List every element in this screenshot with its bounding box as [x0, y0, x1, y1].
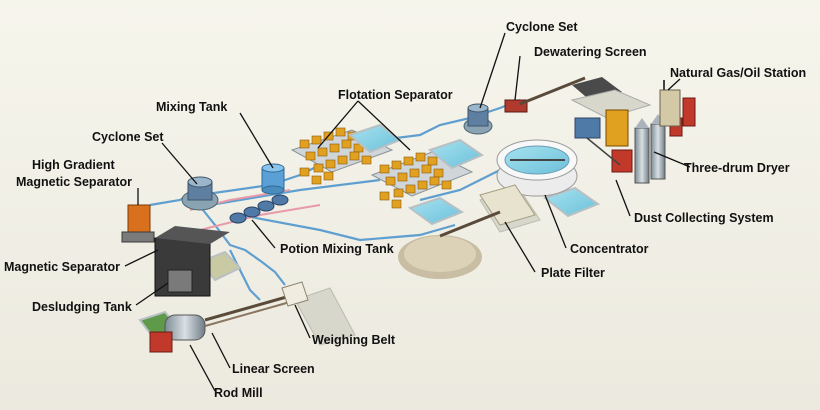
label-natural-gas-station: Natural Gas/Oil Station — [670, 66, 807, 80]
label-desludging-tank: Desludging Tank — [32, 300, 132, 314]
label-cyclone-set-left: Cyclone Set — [92, 130, 164, 144]
concentrator — [496, 139, 578, 197]
weighing-hopper — [281, 281, 309, 307]
stockpile — [398, 210, 501, 279]
high-gradient-separator — [121, 204, 155, 243]
dust-collector — [574, 117, 621, 166]
label-mixing-tank: Mixing Tank — [156, 100, 228, 114]
dryer-silos — [605, 109, 683, 184]
label-cyclone-set-top: Cyclone Set — [506, 20, 578, 34]
label-three-drum-dryer: Three-drum Dryer — [684, 161, 790, 175]
label-high-gradient-line2: Magnetic Separator — [16, 175, 133, 189]
mixing-tank — [261, 163, 285, 195]
label-potion-mixing-tank: Potion Mixing Tank — [280, 242, 394, 256]
conveyors — [204, 294, 291, 327]
label-flotation-separator: Flotation Separator — [338, 88, 453, 102]
label-weighing-belt: Weighing Belt — [312, 333, 396, 347]
potion-mixing-tanks — [229, 194, 289, 224]
cyclone-set-top — [463, 103, 493, 135]
storage-shed — [570, 89, 652, 119]
label-rod-mill: Rod Mill — [214, 386, 263, 400]
label-plate-filter: Plate Filter — [541, 266, 605, 280]
label-concentrator: Concentrator — [570, 242, 649, 256]
label-high-gradient-line1: High Gradient — [32, 158, 115, 172]
label-magnetic-separator: Magnetic Separator — [4, 260, 121, 274]
desludging-stack — [154, 226, 230, 297]
rod-mill — [149, 314, 206, 353]
label-dust-collecting-system: Dust Collecting System — [634, 211, 774, 225]
label-linear-screen: Linear Screen — [232, 362, 315, 376]
label-dewatering-screen: Dewatering Screen — [534, 45, 647, 59]
